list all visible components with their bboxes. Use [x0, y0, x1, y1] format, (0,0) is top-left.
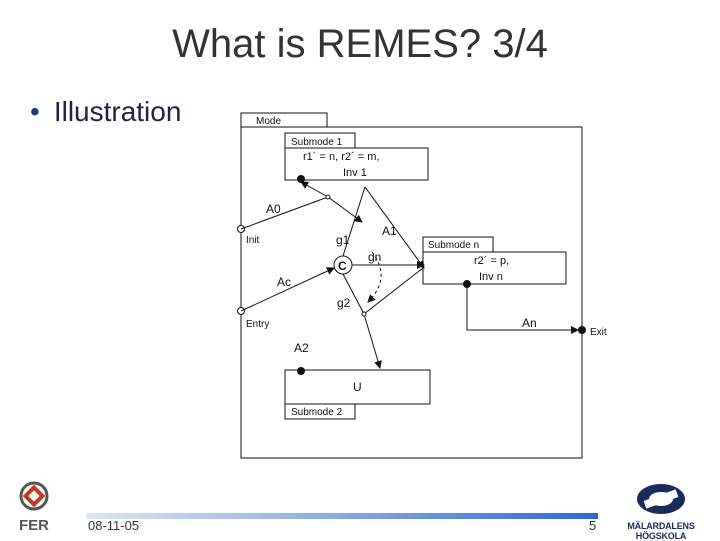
- junction-top: [325, 194, 331, 200]
- edge-a1-line: [364, 186, 425, 269]
- footer-date: 08-11-05: [88, 518, 140, 533]
- submode1-line2: Inv 1: [343, 167, 367, 179]
- submoden-box: [422, 251, 567, 285]
- mdh-logo-text: MÄLARDALENS HÖGSKOLA: [627, 521, 695, 541]
- mode-label: Mode: [256, 116, 281, 127]
- bullet-item: • Illustration: [30, 96, 181, 128]
- submode2-entry-dot: [297, 367, 305, 375]
- edge-an-label: An: [522, 316, 537, 330]
- edge-an-line: [466, 284, 579, 334]
- submode1-box: [284, 147, 429, 181]
- submode1-entry-dot: [297, 175, 305, 183]
- guard-g2-label: g2: [337, 296, 351, 310]
- submode1-line1: r1´ = n, r2´ = m,: [303, 151, 379, 163]
- edge-a0-label: A0: [266, 202, 281, 216]
- submoden-line2: Inv n: [479, 271, 503, 283]
- fer-logo-icon: FER: [19, 481, 49, 534]
- junction-bottom: [361, 311, 367, 317]
- submode2-body: U: [353, 380, 362, 394]
- edge-a0-line: [240, 196, 329, 230]
- edge-g2-to-submoden: [363, 267, 424, 315]
- mode-tab: [240, 112, 328, 128]
- submode2-box: [284, 369, 431, 405]
- init-label: Init: [246, 235, 260, 246]
- edge-ac-label: Ac: [277, 275, 291, 289]
- edge-a0-to-a1: [327, 196, 363, 223]
- entry-label: Entry: [246, 319, 269, 330]
- edge-g2-line: [342, 273, 365, 315]
- footer-gradient-bar: [86, 513, 598, 519]
- edge-a1-label: A1: [382, 224, 397, 238]
- submoden-label: Submode n: [428, 240, 479, 251]
- submoden-line1: r2´ = p,: [474, 255, 509, 267]
- bullet-text: Illustration: [53, 96, 182, 127]
- edge-a2-label: A2: [294, 341, 309, 355]
- guard-gn-label: gn: [368, 250, 381, 264]
- exit-port: [578, 326, 586, 334]
- priority-arc: [367, 251, 382, 303]
- exit-label: Exit: [590, 327, 607, 338]
- submode2-tab: [284, 403, 356, 420]
- guard-g1-label: g1: [336, 233, 350, 247]
- page-number: 5: [589, 518, 597, 533]
- conditional-label: C: [338, 259, 347, 273]
- edge-a2-line: [363, 313, 382, 369]
- edge-g1-line: [342, 186, 366, 257]
- edge-a0-to-submode1: [300, 181, 329, 198]
- svg-text:FER: FER: [19, 517, 49, 534]
- submode2-label: Submode 2: [291, 407, 343, 418]
- edge-ac-line: [240, 267, 335, 312]
- mdh-logo-icon: [637, 484, 685, 514]
- slide-title: What is REMES? 3/4: [172, 22, 548, 66]
- submode1-label: Submode 1: [291, 137, 343, 148]
- bullet-dot: •: [30, 96, 40, 127]
